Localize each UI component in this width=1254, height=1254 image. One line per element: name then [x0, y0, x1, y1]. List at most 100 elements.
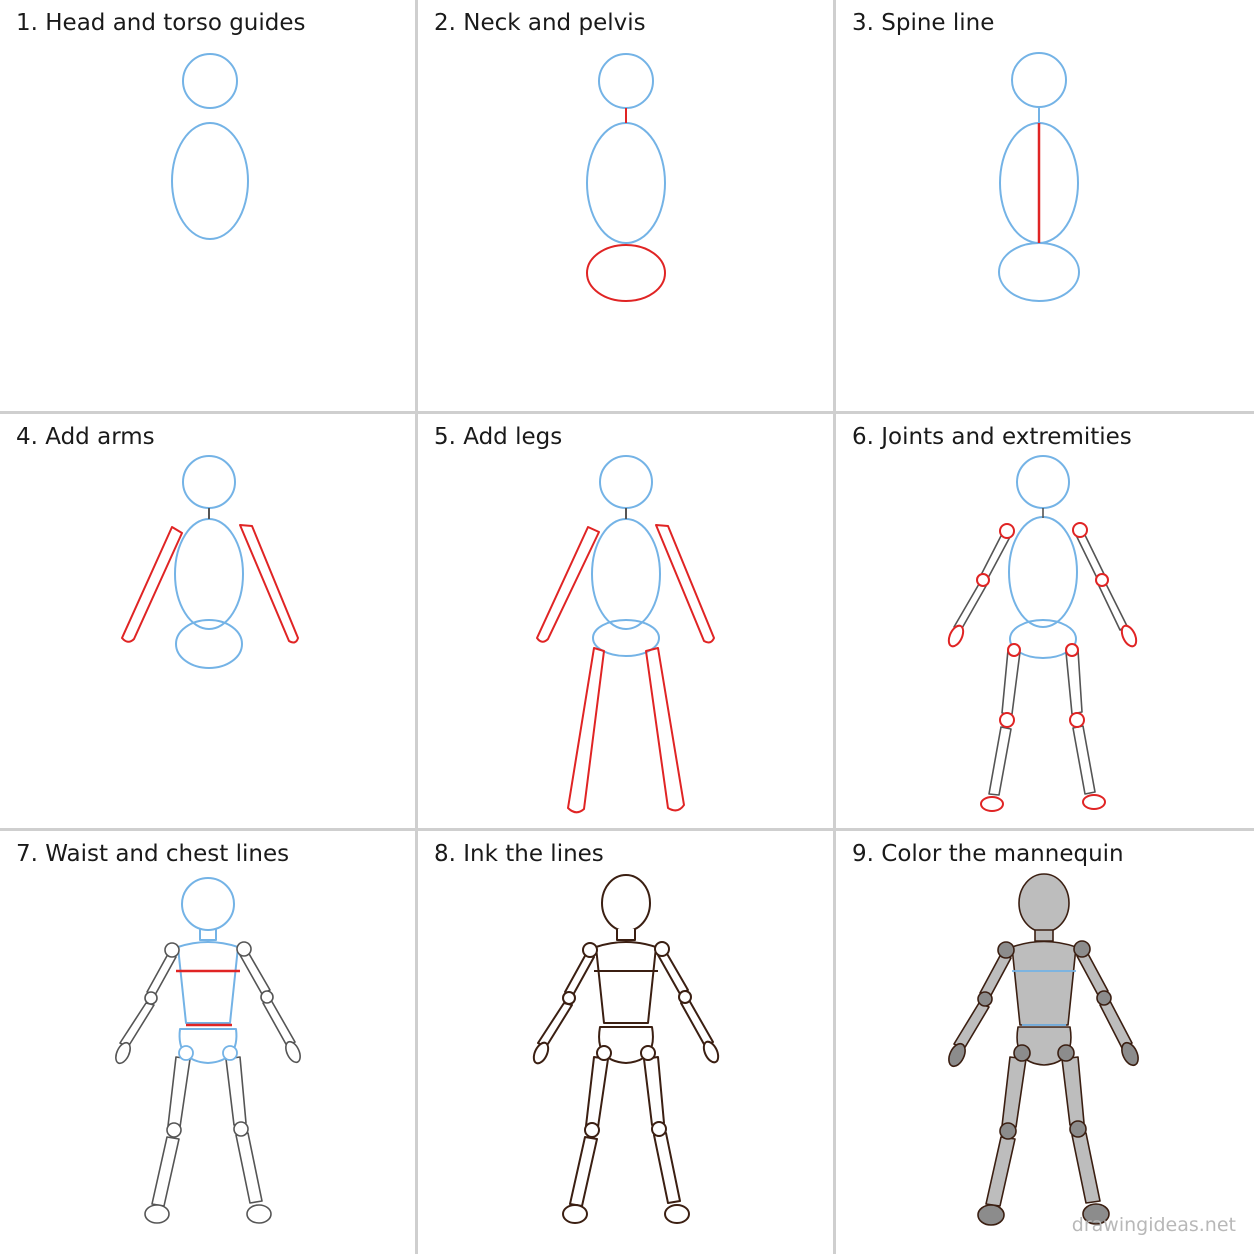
torso-oval — [586, 122, 666, 244]
step-title: 4. Add arms — [16, 424, 155, 450]
right-hip-joint — [1065, 643, 1079, 657]
step-6-figure — [947, 455, 1138, 812]
step-title: 7. Waist and chest lines — [16, 841, 290, 867]
right-hand — [702, 1040, 720, 1064]
step-title: 6. Joints and extremities — [852, 424, 1132, 450]
torso-oval — [1008, 516, 1078, 628]
right-shoulder-joint — [236, 941, 252, 957]
step-panel-3: 3. Spine line — [836, 0, 1254, 411]
right-hip-joint — [640, 1045, 656, 1061]
right-arm-outline — [655, 524, 715, 644]
right-shoulder-joint — [1073, 940, 1091, 958]
right-hip-joint — [1057, 1044, 1075, 1062]
right-hand — [285, 1040, 301, 1064]
step-7-figure — [115, 877, 301, 1224]
divider — [833, 0, 836, 1254]
pelvis-oval — [1009, 619, 1077, 659]
left-knee-joint — [584, 1122, 600, 1138]
left-shoulder-joint — [582, 942, 598, 958]
right-leg-outline — [645, 647, 685, 812]
step-2-figure — [586, 53, 666, 302]
left-shoulder-joint — [164, 942, 180, 958]
left-hip-joint — [1013, 1044, 1031, 1062]
left-shoulder-joint — [999, 523, 1015, 539]
left-shin — [569, 1136, 598, 1207]
step-panel-5: 5. Add legs — [418, 414, 833, 828]
left-foot — [980, 796, 1004, 812]
right-upper-arm — [1076, 951, 1109, 996]
right-shoulder-joint — [1072, 522, 1088, 538]
left-elbow-joint — [562, 991, 576, 1005]
left-elbow-joint — [976, 573, 990, 587]
left-hip-joint — [178, 1045, 194, 1061]
left-hand — [532, 1041, 550, 1065]
pelvis-oval — [998, 242, 1080, 302]
left-elbow-joint — [977, 991, 993, 1007]
head-circle — [182, 53, 238, 109]
left-hip-joint — [596, 1045, 612, 1061]
step-3-figure — [998, 52, 1080, 302]
left-foot — [144, 1204, 170, 1224]
right-shoulder-joint — [654, 941, 670, 957]
right-shin — [1071, 1132, 1101, 1204]
right-shin — [653, 1132, 681, 1204]
step-5-figure — [536, 455, 715, 814]
left-arm-outline — [536, 526, 600, 643]
left-hand — [948, 1042, 966, 1068]
step-4-figure — [121, 455, 299, 669]
right-thigh — [1061, 1056, 1085, 1126]
head-oval — [1018, 873, 1070, 933]
torso-oval — [591, 518, 661, 630]
step-panel-4: 4. Add arms — [0, 414, 415, 828]
right-foot — [1082, 794, 1106, 810]
left-shin — [985, 1136, 1016, 1207]
left-forearm — [537, 1002, 573, 1048]
left-upper-arm — [146, 953, 177, 996]
left-forearm — [119, 1002, 155, 1048]
pelvis-oval — [586, 244, 666, 302]
neck-outline — [616, 929, 636, 941]
right-hand — [1120, 624, 1138, 648]
left-shoulder-joint — [997, 941, 1015, 959]
step-panel-1: 1. Head and torso guides — [0, 0, 415, 411]
right-thigh — [1065, 649, 1083, 715]
head-circle — [1011, 52, 1067, 108]
step-title: 2. Neck and pelvis — [434, 10, 646, 36]
right-knee-joint — [651, 1121, 667, 1137]
left-forearm — [953, 1002, 990, 1050]
torso-outline — [1011, 940, 1077, 1026]
head-circle — [181, 877, 235, 931]
left-elbow-joint — [144, 991, 158, 1005]
pelvis-outline — [178, 1028, 238, 1064]
right-forearm — [680, 999, 714, 1047]
torso-outline — [177, 941, 239, 1024]
left-thigh — [585, 1056, 609, 1128]
left-foot — [562, 1204, 588, 1224]
right-hand — [1121, 1041, 1139, 1067]
head-circle — [1016, 455, 1070, 509]
right-elbow-joint — [1096, 990, 1112, 1006]
left-upper-arm — [564, 953, 595, 996]
step-title: 1. Head and torso guides — [16, 10, 306, 36]
left-hand — [947, 624, 965, 648]
neck-outline — [1034, 929, 1054, 942]
right-foot — [1082, 1203, 1110, 1225]
left-leg-outline — [567, 647, 605, 814]
right-foot — [246, 1204, 272, 1224]
head-circle — [599, 455, 653, 509]
right-forearm — [1099, 1000, 1133, 1049]
right-knee-joint — [1069, 712, 1085, 728]
right-thigh — [643, 1056, 665, 1126]
step-title: 9. Color the mannequin — [852, 841, 1124, 867]
right-upper-arm — [657, 951, 689, 995]
head-circle — [182, 455, 236, 509]
right-shin — [235, 1132, 263, 1204]
step-title: 3. Spine line — [852, 10, 995, 36]
step-8-figure — [532, 874, 720, 1224]
step-1-figure — [171, 53, 249, 240]
step-panel-6: 6. Joints and extremities — [836, 414, 1254, 828]
left-thigh — [167, 1056, 191, 1128]
torso-outline — [595, 941, 657, 1024]
right-elbow-joint — [260, 990, 274, 1004]
